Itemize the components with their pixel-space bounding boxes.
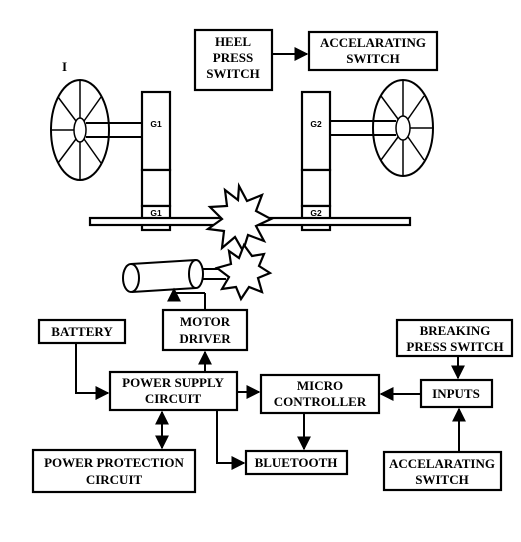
heel-press-switch-line-2: PRESS xyxy=(213,50,253,65)
right-gear-lower-label: G2 xyxy=(310,208,322,218)
heel-press-switch-line-1: HEEL xyxy=(215,34,251,49)
power-protection-line-2: CIRCUIT xyxy=(86,472,143,487)
breaking-press-switch-block: BREAKING PRESS SWITCH xyxy=(395,318,514,358)
power-to-bluetooth-arrow xyxy=(216,410,246,470)
inputs-label: INPUTS xyxy=(432,386,480,401)
accel-top-line-1: ACCELARATING xyxy=(320,35,426,50)
bluetooth-label: BLUETOOTH xyxy=(255,455,338,470)
heel-press-switch-block: HEEL PRESS SWITCH xyxy=(193,28,274,92)
accel-bottom-line-2: SWITCH xyxy=(415,472,468,487)
shaft-gear-star xyxy=(205,182,274,254)
page-mark: I xyxy=(62,59,67,74)
right-gear-upper-label: G2 xyxy=(310,119,322,129)
micro-controller-line-2: CONTROLLER xyxy=(274,394,367,409)
power-supply-circuit-block: POWER SUPPLY CIRCUIT xyxy=(108,370,239,412)
left-gear-lower-label: G1 xyxy=(150,208,162,218)
motor-driver-block: MOTOR DRIVER xyxy=(161,308,249,352)
right-wheel xyxy=(372,79,434,177)
power-protection-line-1: POWER PROTECTION xyxy=(44,455,184,470)
power-supply-line-2: CIRCUIT xyxy=(145,391,202,406)
motor xyxy=(122,259,226,293)
motor-driver-line-1: MOTOR xyxy=(180,314,231,329)
battery-block: BATTERY xyxy=(37,318,127,345)
left-wheel xyxy=(50,79,110,181)
breaking-switch-line-2: PRESS SWITCH xyxy=(406,339,503,354)
accel-top-line-2: SWITCH xyxy=(346,51,399,66)
power-protection-circuit-block: POWER PROTECTION CIRCUIT xyxy=(31,448,197,494)
power-supply-line-1: POWER SUPPLY xyxy=(122,375,224,390)
bluetooth-block: BLUETOOTH xyxy=(244,449,349,476)
accelerating-switch-bottom-block: ACCELARATING SWITCH xyxy=(382,450,503,492)
motor-gear-star xyxy=(214,242,273,302)
micro-controller-block: MICRO CONTROLLER xyxy=(259,373,381,415)
inputs-block: INPUTS xyxy=(419,378,494,409)
left-gear-upper-label: G1 xyxy=(150,119,162,129)
battery-to-power-supply-arrow xyxy=(75,343,110,400)
motor-driver-line-2: DRIVER xyxy=(179,331,231,346)
right-gear-column: G2 G2 xyxy=(300,90,332,232)
accel-bottom-line-1: ACCELARATING xyxy=(389,456,495,471)
accelerating-switch-top-block: ACCELARATING SWITCH xyxy=(307,30,439,72)
heel-press-switch-line-3: SWITCH xyxy=(206,66,259,81)
battery-label: BATTERY xyxy=(51,324,113,339)
driver-to-motor-arrow xyxy=(167,287,205,302)
breaking-switch-line-1: BREAKING xyxy=(420,323,491,338)
left-gear-column: G1 G1 xyxy=(140,90,172,232)
micro-controller-line-1: MICRO xyxy=(297,378,343,393)
